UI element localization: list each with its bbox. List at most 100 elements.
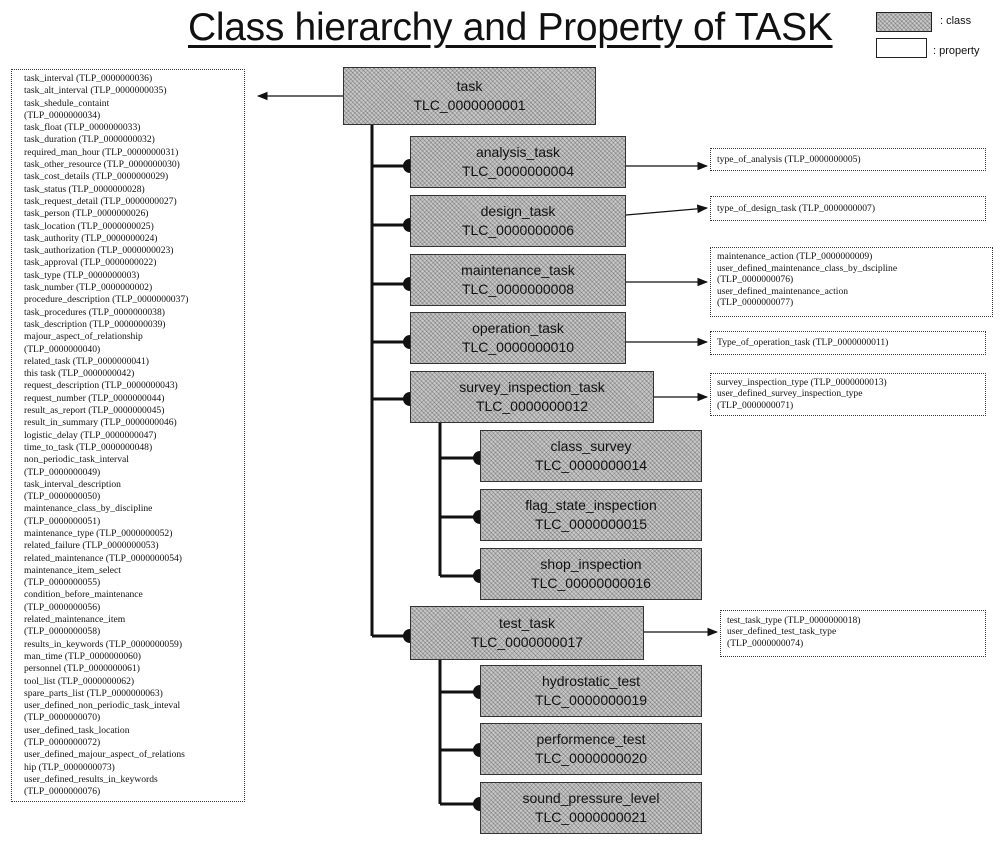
arrow-design-properties (625, 204, 709, 216)
class-id: TLC_0000000008 (461, 281, 575, 297)
task-property-line: maintenance_item_select (24, 564, 121, 576)
task-property-line: task_location (TLP_0000000025) (24, 220, 154, 232)
class-name: survey_inspection_task (459, 379, 605, 395)
class-id: TLC_0000000012 (475, 398, 589, 414)
task-property-line: personnel (TLP_0000000061) (24, 663, 140, 675)
task-property-line: (TLP_0000000056) (24, 601, 101, 613)
task-property-line: (TLP_0000000055) (24, 577, 101, 589)
task-property-line: maintenance_type (TLP_0000000052) (24, 527, 173, 539)
task-property-line: this task (TLP_0000000042) (24, 368, 135, 380)
task-property-line: task_person (TLP_0000000026) (24, 208, 149, 220)
class-id: TLC_0000000006 (461, 222, 575, 238)
property-line: survey_inspection_type (TLP_0000000013) (717, 377, 887, 388)
property-line: (TLP_0000000071) (717, 399, 794, 411)
class-name: class_survey (550, 438, 632, 454)
class-box-task: task TLC_0000000001 (343, 67, 596, 125)
task-property-line: user_defined_majour_aspect_of_relations (24, 749, 185, 761)
task-property-line: (TLP_0000000034) (24, 109, 101, 121)
task-property-line: task_cost_details (TLP_0000000029) (24, 171, 169, 183)
task-property-line: hip (TLP_0000000073) (24, 761, 115, 773)
class-box-test-task: test_task TLC_0000000017 (410, 606, 644, 660)
class-name: performence_test (536, 731, 646, 747)
property-line: user_defined_test_task_type (727, 626, 837, 638)
task-property-line: task_float (TLP_0000000033) (24, 122, 141, 134)
class-id: TLC_00000000016 (531, 575, 651, 591)
class-name: maintenance_task (461, 262, 575, 278)
task-property-line: non_periodic_task_interval (24, 454, 129, 466)
property-box-survey: survey_inspection_type (TLP_0000000013) … (710, 373, 986, 416)
property-line: user_defined_survey_inspection_type (717, 388, 863, 400)
task-property-line: user_defined_task_location (24, 724, 130, 736)
task-property-line: man_time (TLP_0000000060) (24, 650, 141, 662)
property-line: (TLP_0000000076) (717, 274, 794, 286)
legend-class-label: : class (940, 15, 972, 27)
task-property-line: (TLP_0000000072) (24, 737, 101, 749)
property-box-maintenance: maintenance_action (TLP_0000000009) user… (710, 247, 993, 317)
task-property-line: related_maintenance (TLP_0000000054) (24, 552, 182, 564)
task-property-line: user_defined_non_periodic_task_inteval (24, 700, 181, 712)
task-property-line: task_procedures (TLP_0000000038) (24, 306, 165, 318)
class-box-survey-inspection-task: survey_inspection_task TLC_0000000012 (410, 371, 654, 423)
task-property-line: task_number (TLP_0000000002) (24, 282, 153, 294)
property-line: maintenance_action (TLP_0000000009) (717, 251, 873, 262)
task-property-line: task_alt_interval (TLP_0000000035) (24, 85, 167, 97)
legend-property-swatch (876, 38, 927, 58)
task-property-line: task_type (TLP_0000000003) (24, 269, 140, 281)
task-property-line: spare_parts_list (TLP_0000000063) (24, 687, 163, 699)
task-property-line: (TLP_0000000076) (24, 786, 101, 798)
legend-property-label: : property (933, 45, 980, 57)
task-property-line: maintenance_class_by_discipline (24, 503, 153, 515)
task-property-line: condition_before_maintenance (24, 589, 143, 601)
class-name: analysis_task (475, 144, 561, 160)
task-property-line: task_approval (TLP_0000000022) (24, 257, 157, 269)
class-id: TLC_0000000010 (461, 339, 575, 355)
task-property-line: related_task (TLP_0000000041) (24, 355, 149, 367)
task-property-line: (TLP_0000000040) (24, 343, 101, 355)
class-name: operation_task (472, 320, 564, 336)
class-name: sound_pressure_level (522, 790, 660, 806)
task-property-line: task_status (TLP_0000000028) (24, 183, 145, 195)
class-id: TLC_0000000021 (534, 809, 648, 825)
property-box-test: test_task_type (TLP_0000000018) user_def… (720, 610, 986, 657)
property-line: test_task_type (TLP_0000000018) (727, 615, 861, 626)
class-id: TLC_0000000014 (534, 457, 648, 473)
property-line: type_of_analysis (TLP_0000000005) (717, 154, 861, 165)
class-id: TLC_0000000019 (534, 692, 648, 708)
class-id: TLC_0000000020 (534, 750, 648, 766)
class-box-shop-inspection: shop_inspection TLC_00000000016 (480, 548, 702, 600)
class-name: flag_state_inspection (525, 497, 657, 513)
task-property-line: logistic_delay (TLP_0000000047) (24, 429, 157, 441)
task-property-line: user_defined_results_in_keywords (24, 773, 158, 785)
class-id: TLC_0000000004 (461, 163, 575, 179)
task-property-line: related_failure (TLP_0000000053) (24, 540, 159, 552)
property-line: user_defined_maintenance_action (717, 285, 849, 297)
class-id: TLC_0000000015 (534, 516, 648, 532)
property-box-analysis: type_of_analysis (TLP_0000000005) (710, 148, 986, 171)
task-property-line: task_authorization (TLP_0000000023) (24, 245, 174, 257)
task-property-line: task_authority (TLP_0000000024) (24, 232, 158, 244)
class-box-design-task: design_task TLC_0000000006 (410, 195, 626, 247)
class-box-operation-task: operation_task TLC_0000000010 (410, 312, 626, 364)
task-property-line: (TLP_0000000070) (24, 712, 101, 724)
class-name: task (456, 78, 483, 94)
task-property-line: task_other_resource (TLP_0000000030) (24, 159, 180, 171)
class-box-flag-state-inspection: flag_state_inspection TLC_0000000015 (480, 489, 702, 541)
property-box-task: task_interval (TLP_0000000036)task_alt_i… (11, 69, 245, 802)
task-property-line: task_request_detail (TLP_0000000027) (24, 195, 177, 207)
class-box-hydrostatic-test: hydrostatic_test TLC_0000000019 (480, 665, 702, 717)
class-id: TLC_0000000001 (413, 97, 526, 113)
class-box-analysis-task: analysis_task TLC_0000000004 (410, 136, 626, 188)
property-line: user_defined_maintenance_class_by_dscipl… (717, 262, 898, 274)
class-name: hydrostatic_test (541, 673, 641, 689)
class-id: TLC_0000000017 (470, 634, 584, 650)
property-box-operation: Type_of_operation_task (TLP_0000000011) (710, 331, 986, 355)
task-property-line: related_maintenance_item (24, 614, 126, 626)
task-property-line: required_man_hour (TLP_0000000031) (24, 146, 179, 158)
property-line: Type_of_operation_task (TLP_0000000011) (717, 337, 889, 348)
task-property-line: (TLP_0000000050) (24, 491, 101, 503)
class-name: design_task (480, 203, 556, 219)
property-line: type_of_design_task (TLP_0000000007) (717, 203, 876, 214)
class-name: shop_inspection (540, 556, 642, 572)
task-property-line: request_description (TLP_0000000043) (24, 380, 178, 392)
class-box-maintenance-task: maintenance_task TLC_0000000008 (410, 254, 626, 306)
